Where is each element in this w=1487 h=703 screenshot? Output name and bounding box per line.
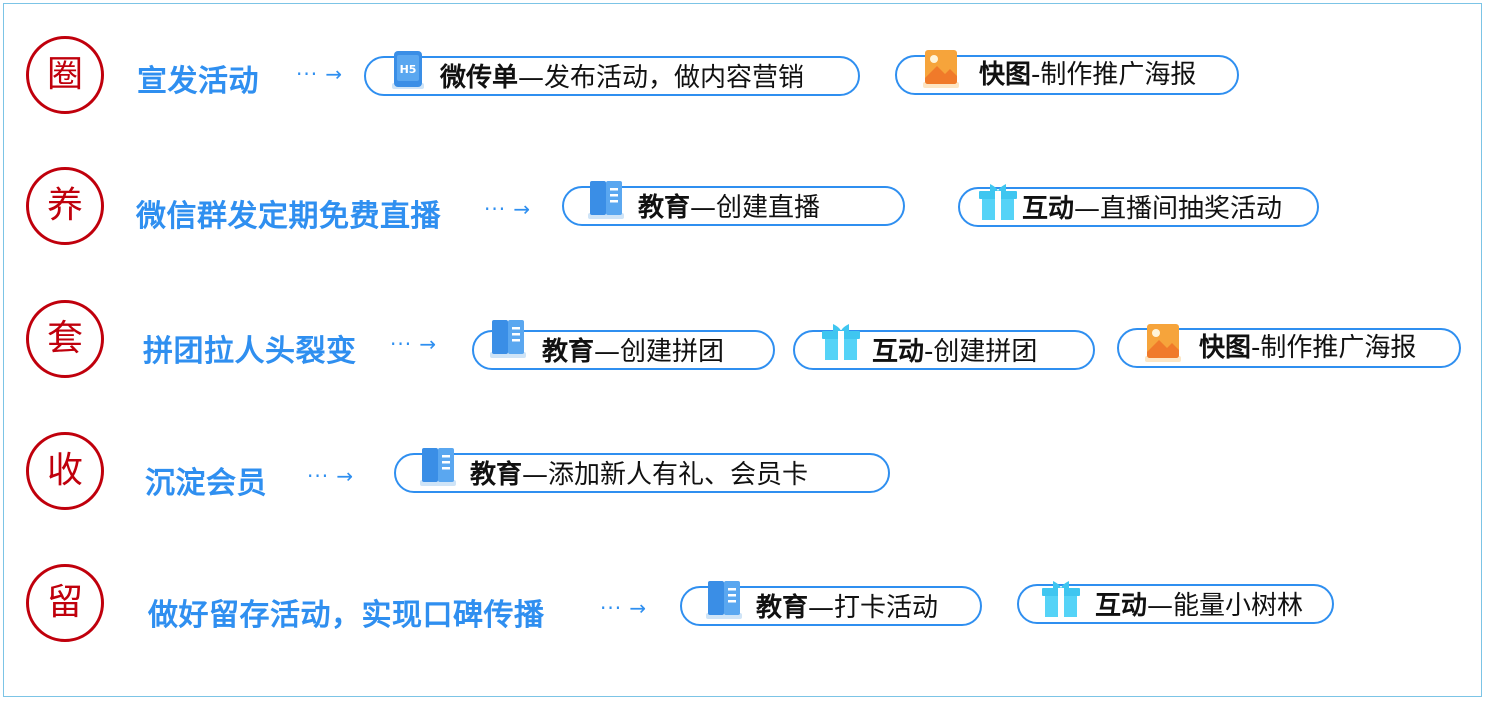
stage-char-circle: 收 (26, 432, 104, 510)
gift-icon (979, 184, 1017, 220)
gift-icon (1042, 581, 1080, 617)
tool-pill: 教育—添加新人有礼、会员卡 (394, 448, 890, 493)
tool-name: 快图 (1199, 333, 1252, 363)
tool-name: 教育 (756, 593, 809, 623)
flow-arrow: ··· → (307, 464, 355, 488)
tool-desc: 创建拼团 (620, 337, 725, 367)
row-quan: 圈 宣发活动 ··· → H5 微传单—发布活动，做内容营销 快图-制作推广海报 (0, 30, 1487, 120)
diagram-frame (3, 3, 1482, 697)
tool-sep: — (594, 337, 621, 367)
flow-arrow: ··· → (600, 596, 648, 620)
stage-char-circle: 套 (26, 300, 104, 378)
tool-name: 互动 (1022, 194, 1075, 224)
stage-label: 宣发活动 (137, 64, 259, 99)
tool-desc: 发布活动，做内容营销 (544, 63, 805, 93)
tool-pill: 教育—创建拼团 (472, 320, 775, 370)
tool-name: 微传单 (440, 63, 519, 93)
tool-desc: 创建直播 (716, 193, 821, 223)
tool-name: 教育 (542, 337, 595, 367)
flow-arrow: ··· → (484, 197, 532, 221)
tool-desc: 创建拼团 (933, 337, 1038, 367)
stage-label: 做好留存活动，实现口碑传播 (148, 598, 545, 633)
h5-phone-icon: H5 (392, 51, 424, 89)
tool-pill: H5 微传单—发布活动，做内容营销 (364, 51, 860, 96)
flow-arrow: ··· → (390, 332, 438, 356)
row-liu: 留 做好留存活动，实现口碑传播 ··· → 教育—打卡活动 互动—能量小树林 (0, 562, 1487, 652)
tool-sep: - (1031, 60, 1041, 90)
tool-sep: - (924, 337, 934, 367)
tool-text: 教育—添加新人有礼、会员卡 (470, 459, 808, 491)
tool-text: 教育—创建拼团 (542, 336, 724, 368)
book-icon (706, 581, 742, 619)
tool-sep: - (1251, 333, 1261, 363)
svg-text:H5: H5 (400, 63, 417, 76)
tool-text: 互动-创建拼团 (872, 336, 1037, 368)
tool-pill: 快图-制作推广海报 (895, 50, 1239, 95)
tool-sep: — (1147, 591, 1174, 621)
tool-sep: — (522, 460, 549, 490)
stage-label: 拼团拉人头裂变 (143, 334, 357, 369)
book-icon (588, 181, 624, 219)
flow-arrow: ··· → (296, 62, 344, 86)
tool-sep: — (518, 63, 545, 93)
tool-text: 教育—创建直播 (638, 192, 820, 224)
tool-desc: 制作推广海报 (1260, 333, 1417, 363)
tool-pill: 互动-创建拼团 (793, 324, 1095, 370)
tool-desc: 能量小树林 (1173, 591, 1304, 621)
tool-name: 互动 (872, 337, 925, 367)
stage-label: 沉淀会员 (145, 466, 267, 501)
tool-text: 教育—打卡活动 (756, 592, 938, 624)
tool-text: 互动—能量小树林 (1095, 590, 1303, 622)
picture-icon (1145, 324, 1181, 362)
stage-label: 微信群发定期免费直播 (136, 199, 441, 234)
tool-pill: 快图-制作推广海报 (1117, 324, 1461, 368)
row-shou: 收 沉淀会员 ··· → 教育—添加新人有礼、会员卡 (0, 430, 1487, 520)
tool-name: 快图 (979, 60, 1032, 90)
tool-pill: 互动—能量小树林 (1017, 581, 1334, 624)
tool-text: 快图-制作推广海报 (1199, 332, 1416, 364)
gift-icon (822, 324, 860, 360)
row-yang: 养 微信群发定期免费直播 ··· → 教育—创建直播 互动—直播间抽奖活动 (0, 163, 1487, 253)
tool-text: 互动—直播间抽奖活动 (1022, 193, 1282, 225)
stage-char-circle: 养 (26, 167, 104, 245)
tool-text: 快图-制作推广海报 (979, 59, 1196, 91)
tool-pill: 教育—打卡活动 (680, 581, 982, 626)
book-icon (420, 448, 456, 486)
tool-desc: 直播间抽奖活动 (1100, 194, 1283, 224)
tool-pill: 互动—直播间抽奖活动 (958, 184, 1319, 227)
tool-pill: 教育—创建直播 (562, 181, 905, 226)
tool-name: 互动 (1095, 591, 1148, 621)
tool-desc: 添加新人有礼、会员卡 (548, 460, 809, 490)
picture-icon (923, 50, 959, 88)
tool-name: 教育 (470, 460, 523, 490)
book-icon (490, 320, 526, 358)
row-tao: 套 拼团拉人头裂变 ··· → 教育—创建拼团 互动-创建拼团 快图-制作推广海… (0, 298, 1487, 388)
tool-desc: 制作推广海报 (1040, 60, 1197, 90)
stage-char-circle: 圈 (26, 36, 104, 114)
tool-sep: — (808, 593, 835, 623)
tool-name: 教育 (638, 193, 691, 223)
tool-sep: — (690, 193, 717, 223)
tool-text: 微传单—发布活动，做内容营销 (440, 62, 804, 94)
stage-char-circle: 留 (26, 564, 104, 642)
tool-desc: 打卡活动 (834, 593, 939, 623)
tool-sep: — (1074, 194, 1101, 224)
